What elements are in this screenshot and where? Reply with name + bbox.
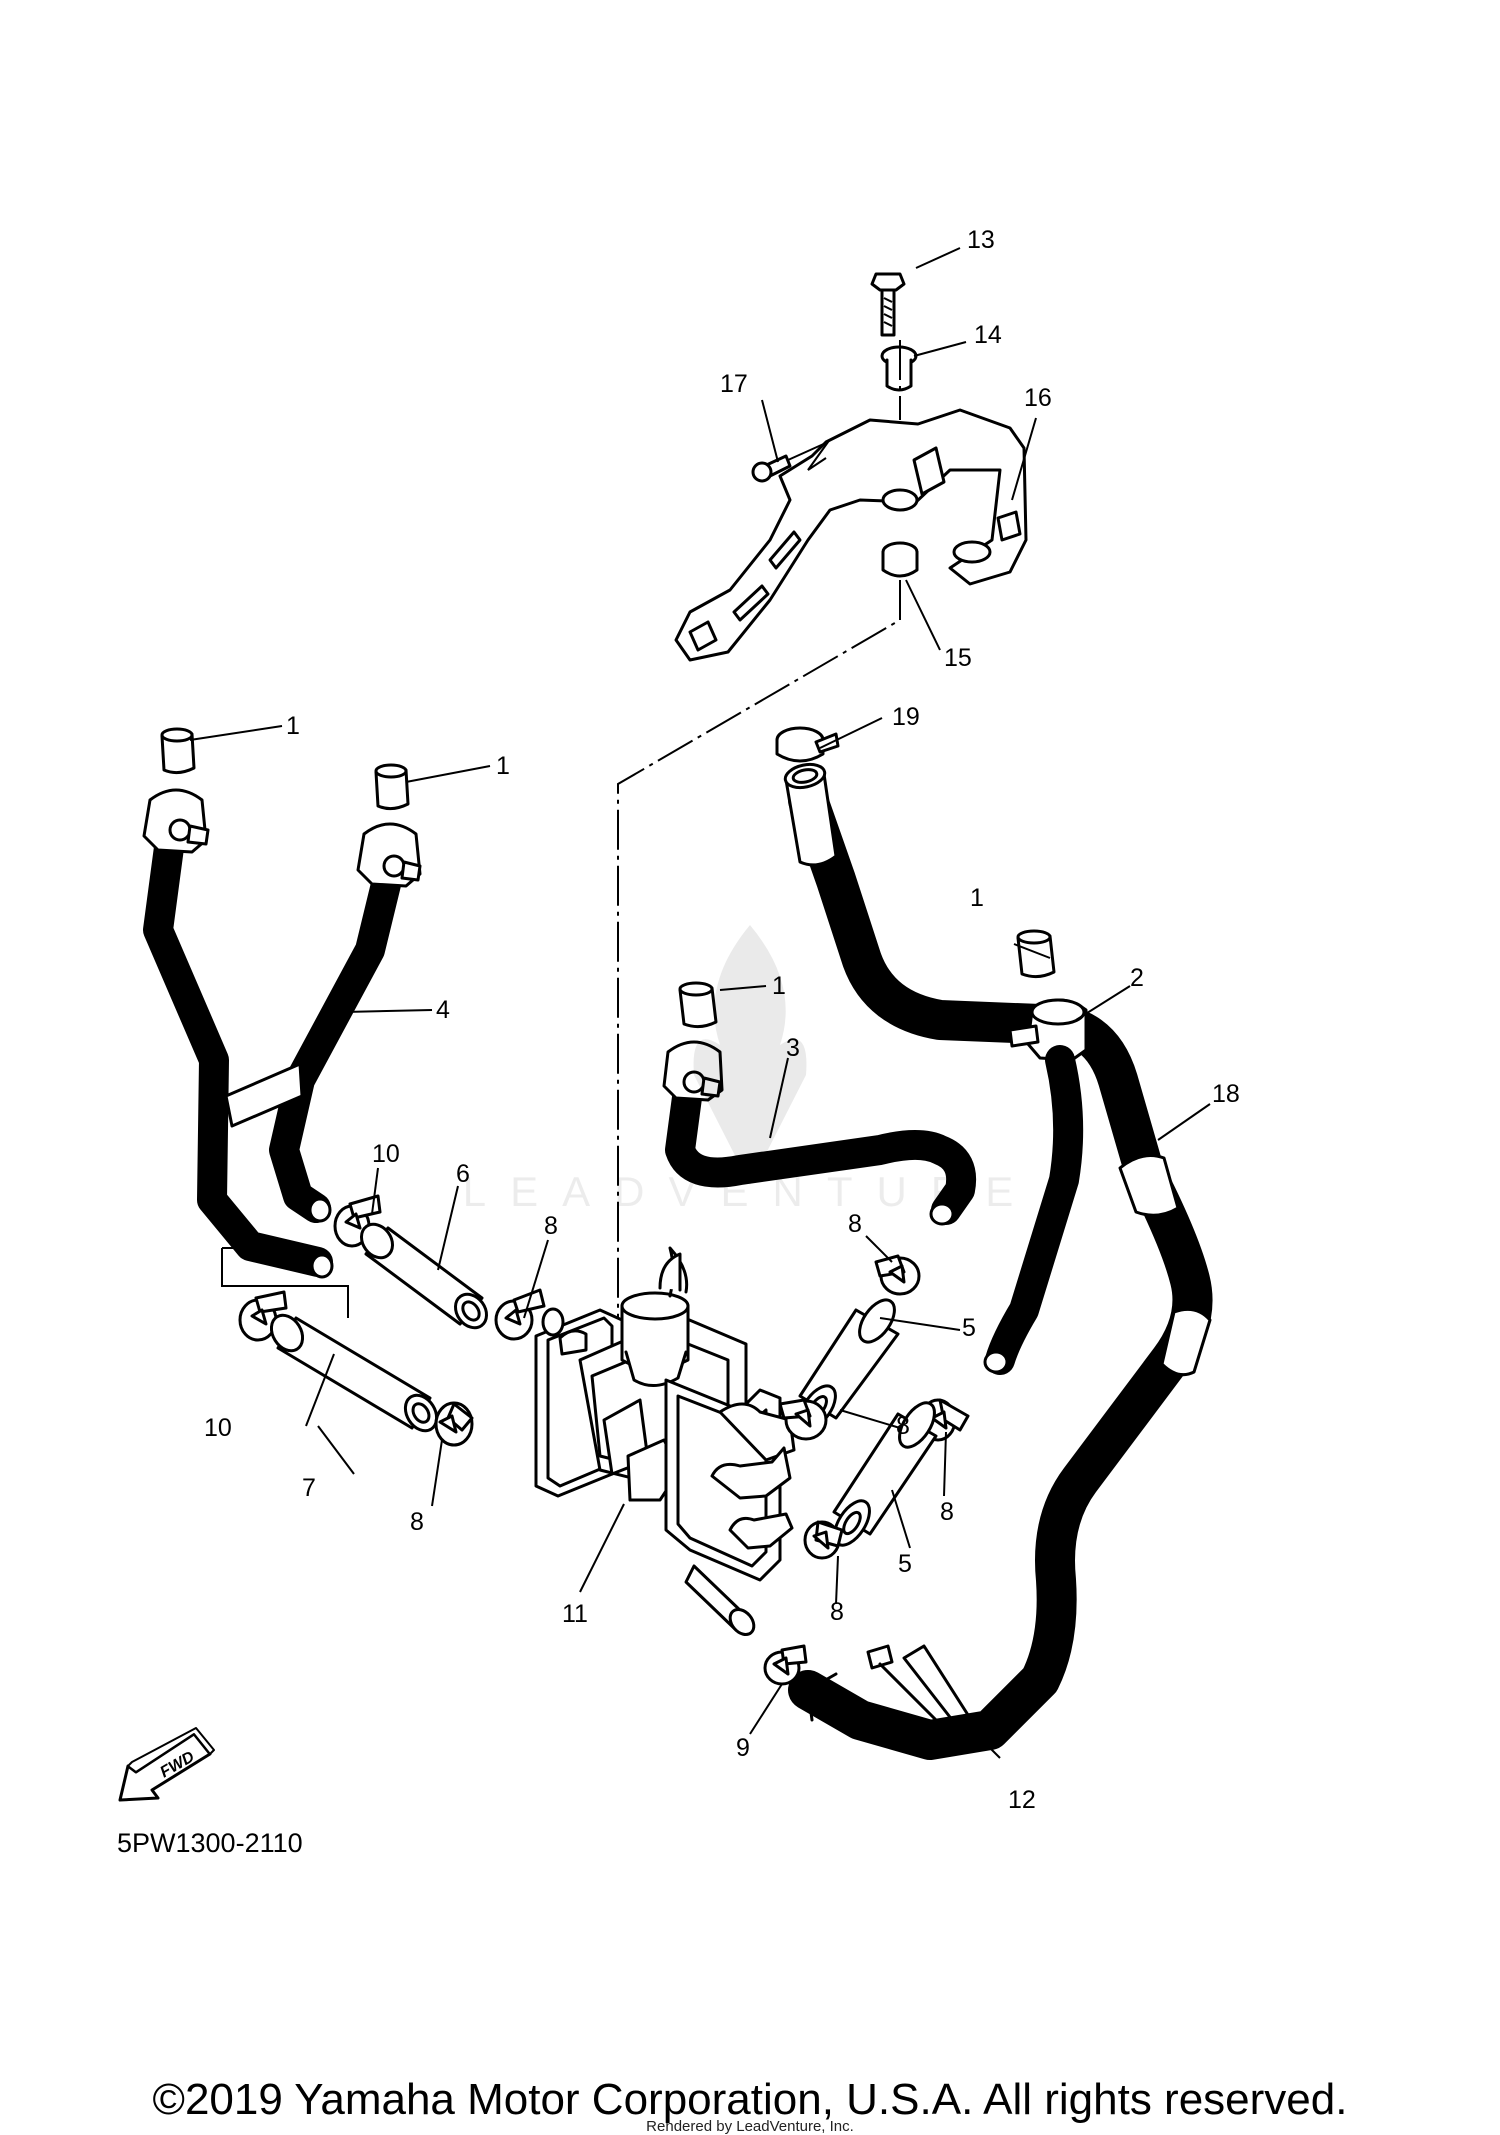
left-hose-group: [142, 727, 546, 1447]
part-18-clamp[interactable]: [775, 726, 840, 763]
callout-13[interactable]: 14: [974, 321, 1002, 349]
callout-8-f[interactable]: 8: [830, 1598, 844, 1626]
callout-8-b[interactable]: 8: [410, 1508, 424, 1536]
callout-17[interactable]: 18: [1212, 1080, 1240, 1108]
rendered-by-notice: Rendered by LeadVenture, Inc.: [646, 2118, 854, 2135]
callout-19[interactable]: 12: [1008, 1786, 1036, 1814]
part-8-clamp-a[interactable]: [494, 1288, 546, 1341]
right-hose-group: [662, 726, 1213, 1760]
callout-1-center[interactable]: 1: [772, 972, 786, 1000]
part-8-clamp-b[interactable]: [434, 1401, 474, 1447]
alignment-line-left: [221, 1247, 349, 1318]
callout-1-right[interactable]: 1: [970, 884, 984, 912]
part-9-clamp[interactable]: [763, 1644, 808, 1686]
callout-12[interactable]: 13: [967, 226, 995, 254]
part-14-grommet[interactable]: [881, 541, 919, 578]
part-8-clamp-f[interactable]: [803, 1520, 844, 1560]
part-19-sensor[interactable]: [866, 1644, 1001, 1759]
callout-2[interactable]: 2: [1130, 964, 1144, 992]
hose-end-lower: [310, 1253, 334, 1279]
part-7-hose[interactable]: [265, 1309, 443, 1436]
bracket-clip-left: [688, 620, 718, 652]
hose-fitting-left: [142, 788, 210, 854]
callout-8-d[interactable]: 8: [896, 1412, 910, 1440]
callout-9[interactable]: 9: [736, 1734, 750, 1762]
callout-numbers: 13 14 17 16 15 19 1 1 1 2 1 4 3 18 10 6 …: [204, 226, 1240, 1814]
hose-valve-outlet: [806, 1672, 838, 1722]
callout-8-e[interactable]: 8: [940, 1498, 954, 1526]
callout-8-a[interactable]: 8: [544, 1212, 558, 1240]
bracket-clip-right: [996, 510, 1022, 542]
bracket-slot-2: [768, 530, 802, 570]
callout-10-upper[interactable]: 10: [372, 1140, 400, 1168]
part-6-hose[interactable]: [355, 1218, 493, 1334]
part-12-bolt[interactable]: [870, 272, 906, 337]
bracket-hole-right: [952, 540, 992, 564]
callout-8-c[interactable]: 8: [848, 1210, 862, 1238]
hose-fitting-middle: [356, 822, 422, 888]
copyright-notice: ©2019 Yamaha Motor Corporation, U.S.A. A…: [152, 2075, 1348, 2124]
callout-4[interactable]: 4: [436, 996, 450, 1024]
bracket-assembly: [617, 272, 1028, 1330]
part-5-hose-lower[interactable]: [827, 1397, 941, 1551]
callout-7[interactable]: 7: [302, 1474, 316, 1502]
bracket-clip-tab: [912, 446, 946, 496]
hose-end-upper: [308, 1197, 332, 1223]
part-8-clamp-d[interactable]: [778, 1398, 828, 1441]
leader-lines: [189, 247, 1211, 1735]
part-8-clamp-c[interactable]: [874, 1254, 921, 1296]
alignment-line-bracket: [617, 340, 901, 1330]
callout-18[interactable]: 19: [892, 703, 920, 731]
callout-11[interactable]: 11: [562, 1600, 588, 1628]
bracket-slot-1: [732, 584, 770, 622]
hose-clip-bracket: [224, 1062, 304, 1128]
callout-6[interactable]: 6: [456, 1160, 470, 1188]
part-15-bracket[interactable]: [674, 408, 1028, 662]
fwd-arrow-icon: FWD: [118, 1727, 215, 1802]
bracket-hole-center: [881, 488, 919, 512]
alignment-line-screw: [787, 439, 831, 471]
hose-17-sleeve-a: [1118, 1154, 1180, 1217]
callout-5-upper[interactable]: 5: [962, 1314, 976, 1342]
callout-1-middle[interactable]: 1: [496, 752, 510, 780]
callout-5-lower[interactable]: 5: [898, 1550, 912, 1578]
hose-fitting-center: [662, 1040, 724, 1102]
part-10-clamp-lower[interactable]: [238, 1290, 288, 1342]
callout-15[interactable]: 16: [1024, 384, 1052, 412]
diagram-code: 5PW1300-2110: [117, 1828, 303, 1858]
hose-right-vertical-end: [983, 1350, 1009, 1374]
callout-3[interactable]: 3: [786, 1034, 800, 1062]
leadventure-watermark-icon: [693, 925, 807, 1185]
callout-10-lower[interactable]: 10: [204, 1414, 232, 1442]
callout-16[interactable]: 17: [720, 370, 748, 398]
watermark-text: LEADVENTURE: [462, 1168, 1038, 1215]
hose-3-end: [929, 1202, 955, 1226]
callout-1-left[interactable]: 1: [286, 712, 300, 740]
callout-14[interactable]: 15: [944, 644, 972, 672]
part-11-air-induction-valve[interactable]: [534, 1246, 796, 1639]
hose-17-sleeve-b: [1160, 1307, 1212, 1377]
part-2-fitting[interactable]: [1008, 998, 1088, 1062]
